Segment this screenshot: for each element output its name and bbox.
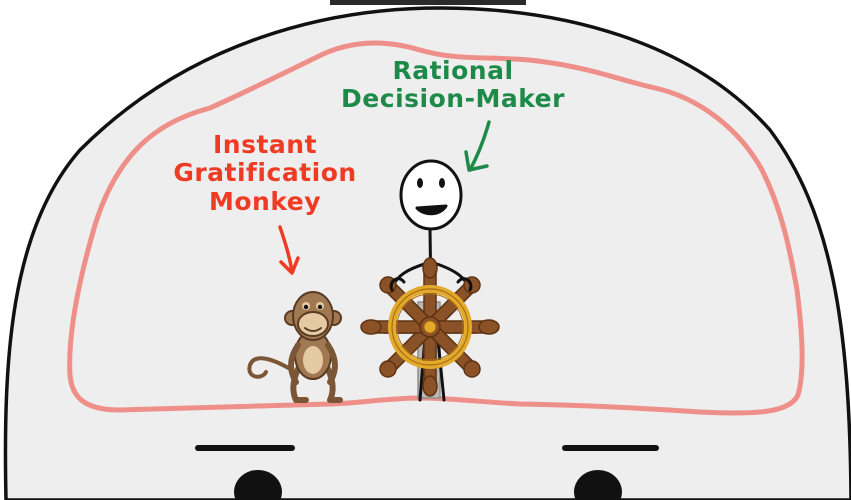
- monkey-label: Instant Gratification Monkey: [150, 130, 380, 216]
- top-bar: [330, 0, 526, 5]
- ship-wheel: [360, 257, 500, 397]
- arrow-down-icon: [278, 225, 300, 275]
- brain-outline: [67, 40, 805, 416]
- stick-figure-hands: [389, 277, 473, 292]
- right-eye: [574, 470, 622, 500]
- decision-maker-label-line-2: Decision-Maker: [341, 84, 565, 114]
- monkey-label-line-1: Instant: [212, 130, 318, 159]
- decision-maker-label: Rational Decision-Maker: [318, 56, 588, 114]
- arrow-down-left-icon: [464, 120, 491, 172]
- monkey-figure: [247, 291, 343, 403]
- stick-figure-head: [399, 159, 463, 231]
- decision-maker-label-line-1: Rational: [392, 56, 514, 85]
- monkey-label-line-3: Monkey: [208, 186, 322, 216]
- monkey-label-line-2: Gratification: [173, 158, 357, 188]
- head-outline: [3, 6, 851, 500]
- left-eye: [234, 470, 282, 500]
